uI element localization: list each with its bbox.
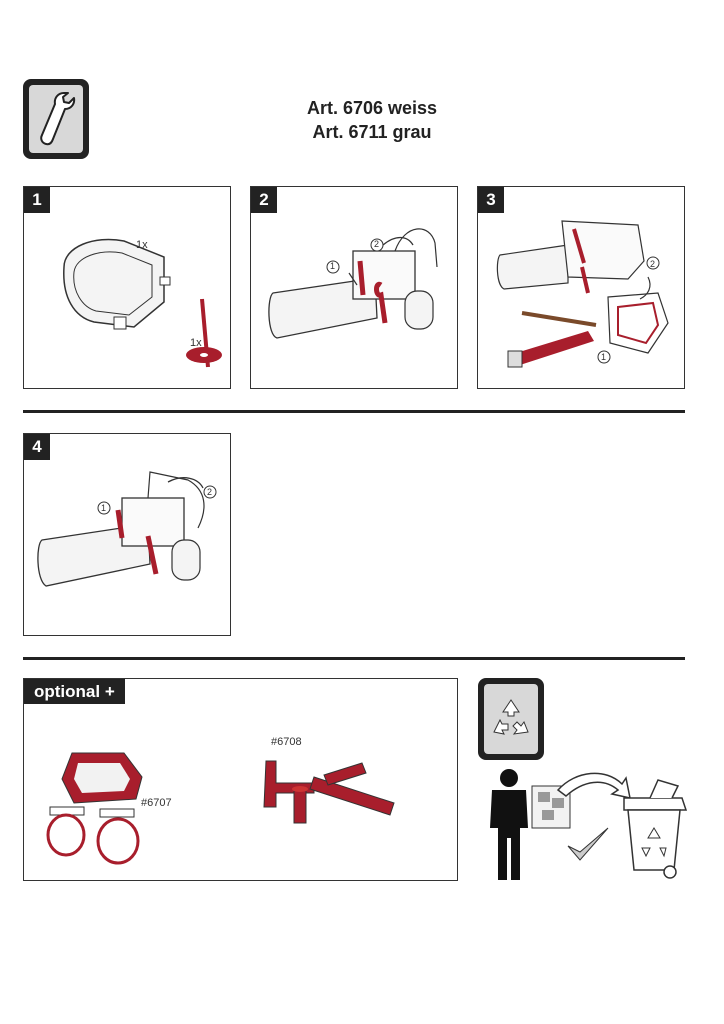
step-2-panel: 2 1 2 — [250, 186, 458, 389]
step-marker-1: 1 — [601, 352, 607, 362]
qty-label-housing: 1x — [136, 239, 148, 251]
part-6707-illustration — [46, 752, 143, 865]
part-code-6708: #6708 — [271, 736, 302, 748]
trash-bin-icon — [623, 779, 688, 879]
section-divider — [23, 410, 685, 413]
optional-parts-panel: optional + #6707 #6708 — [23, 678, 458, 881]
recycle-icon-tile — [478, 678, 544, 760]
title-line-2: Art. 6711 grau — [312, 122, 432, 142]
housing-illustration — [63, 238, 222, 368]
person-icon — [490, 769, 528, 880]
step-1-panel: 1 1x 1x — [23, 186, 231, 389]
qty-label-pin: 1x — [190, 337, 202, 349]
step-marker-2: 2 — [374, 239, 380, 249]
wrench-icon-tile — [23, 79, 89, 159]
glue-illustration — [496, 220, 669, 368]
assembly-illustration — [268, 228, 438, 339]
part-6708-illustration — [263, 760, 395, 824]
optional-label: optional + — [24, 679, 125, 704]
step-marker-2: 2 — [207, 487, 213, 497]
step-3-panel: 3 2 1 — [477, 186, 685, 389]
title-line-1: Art. 6706 weiss — [306, 98, 438, 118]
section-divider — [23, 657, 685, 660]
step-number: 1 — [24, 187, 50, 213]
recycle-icon — [493, 699, 529, 735]
wrench-icon — [40, 92, 76, 146]
step-number: 2 — [251, 187, 277, 213]
part-code-6707: #6707 — [141, 797, 172, 809]
checkmark-icon — [567, 827, 609, 861]
step-4-panel: 4 1 2 — [23, 433, 231, 636]
step-marker-2: 2 — [650, 259, 656, 269]
step-number: 3 — [478, 187, 504, 213]
step-marker-1: 1 — [330, 261, 336, 271]
step-marker-1: 1 — [101, 503, 107, 513]
page-title: Art. 6706 weiss Art. 6711 grau — [0, 96, 724, 144]
step-number: 4 — [24, 434, 50, 460]
mounting-illustration — [37, 471, 217, 587]
